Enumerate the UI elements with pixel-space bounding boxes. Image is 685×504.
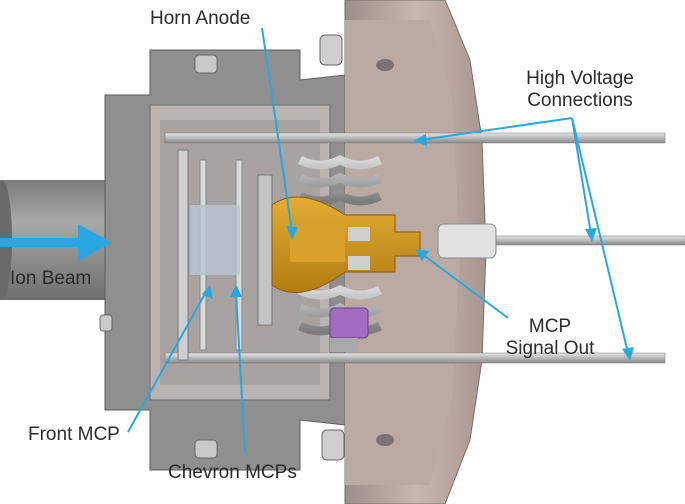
front-mcp-label: Front MCP	[28, 424, 120, 445]
mcp-signal-out-label: MCP Signal Out	[495, 316, 605, 360]
ion-beam-arrow	[0, 224, 112, 261]
hv-rods	[164, 132, 685, 364]
annotation-lines	[127, 27, 629, 453]
high-voltage-label: High Voltage Connections	[505, 68, 655, 112]
high-voltage-label-line2: Connections	[527, 90, 633, 111]
ion-beam-label: Ion Beam	[10, 268, 92, 289]
high-voltage-label-line1: High Voltage	[526, 68, 634, 89]
chevron-mcps-label: Chevron MCPs	[168, 462, 297, 483]
annotation-arrowheads	[202, 134, 634, 361]
insulator-nut	[329, 307, 369, 352]
horn-anode-label: Horn Anode	[150, 8, 251, 29]
mcp-signal-out-line2: Signal Out	[505, 338, 595, 359]
mcp-signal-out-line1: MCP	[528, 316, 572, 337]
horn-anode	[271, 196, 421, 294]
